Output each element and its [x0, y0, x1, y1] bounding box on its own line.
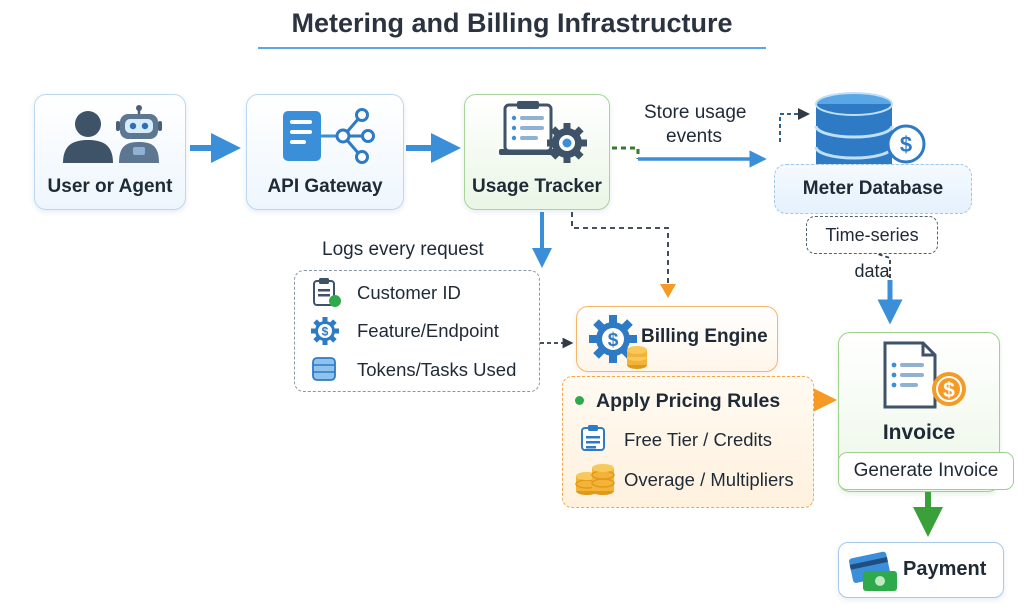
pricing-rules-header: Apply Pricing Rules	[596, 390, 781, 412]
payment-node[interactable]: Payment	[838, 542, 1004, 598]
svg-text:$: $	[608, 330, 619, 351]
time-series-tag: Time-series data	[806, 216, 938, 281]
title-underline	[258, 47, 766, 49]
user-agent-label: User or Agent	[47, 176, 173, 197]
invoice-label: Invoice	[882, 421, 956, 444]
pricing-rule-overage: Overage / Multipliers	[624, 469, 794, 490]
api-network-icon	[283, 108, 375, 164]
clipboard-check-icon	[313, 278, 341, 307]
list-icon	[581, 425, 605, 451]
log-field-tokens-tasks: Tokens/Tasks Used	[357, 359, 517, 380]
arrow-database-write-loop	[779, 108, 810, 142]
database-dollar-icon: $	[814, 92, 926, 179]
arrow-tracker-to-billing	[571, 212, 669, 286]
arrow-tracker-to-database-dashed	[612, 146, 640, 159]
billing-engine-label: Billing Engine	[641, 326, 768, 347]
dollar-gear-small-icon: $	[311, 317, 339, 345]
stack-icon	[312, 357, 336, 381]
coins-icon	[627, 346, 647, 369]
api-gateway-node[interactable]: API Gateway	[246, 94, 404, 210]
pricing-bullet	[575, 396, 584, 405]
user-agent-node[interactable]: User or Agent	[34, 94, 186, 210]
usage-tracker-node[interactable]: Usage Tracker	[464, 94, 610, 210]
api-gateway-label: API Gateway	[267, 176, 383, 197]
pricing-rule-free-tier: Free Tier / Credits	[624, 429, 773, 450]
meter-database-label: Meter Database	[802, 178, 944, 199]
arrow-tracker-to-billing-head	[660, 284, 676, 298]
dollar-gear-icon: $	[589, 315, 647, 369]
svg-text:$: $	[322, 325, 329, 339]
credit-card-icon	[849, 551, 897, 591]
svg-text:$: $	[900, 132, 912, 157]
generate-invoice-label: Generate Invoice	[853, 460, 999, 481]
store-usage-note-line1: Store usage	[644, 102, 747, 123]
invoice-dollar-icon: $	[883, 341, 966, 409]
clipboard-gear-icon	[499, 101, 587, 163]
cash-icon	[863, 571, 897, 591]
store-usage-note-line2: events	[666, 126, 722, 147]
logs-every-request-note: Logs every request	[322, 239, 484, 260]
log-field-customer-id: Customer ID	[357, 282, 461, 303]
payment-label: Payment	[903, 558, 987, 580]
usage-tracker-label: Usage Tracker	[472, 176, 602, 197]
robot-icon	[116, 105, 162, 163]
page-title: Metering and Billing Infrastructure	[291, 8, 733, 38]
coins-stack-icon	[575, 464, 615, 495]
person-icon	[63, 111, 113, 163]
meter-database-node[interactable]: Meter Database	[774, 164, 972, 214]
billing-engine-node[interactable]: $ Billing Engine	[576, 306, 778, 372]
time-series-label: Time-series data	[825, 225, 919, 281]
generate-invoice-action[interactable]: Generate Invoice	[838, 452, 1014, 490]
svg-text:$: $	[943, 379, 955, 402]
log-field-feature-endpoint: Feature/Endpoint	[357, 320, 499, 341]
